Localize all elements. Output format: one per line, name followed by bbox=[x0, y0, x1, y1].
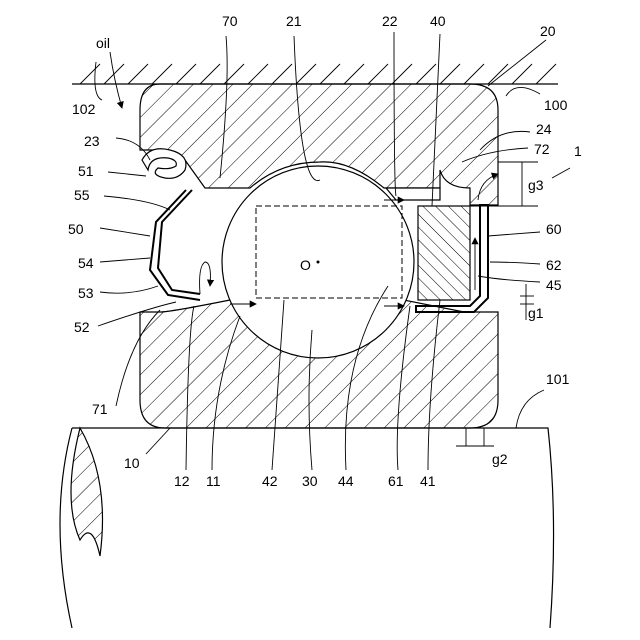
label-101: 101 bbox=[546, 371, 570, 387]
label-21: 21 bbox=[286, 13, 302, 29]
label-52: 52 bbox=[74, 319, 90, 335]
label-71: 71 bbox=[92, 401, 108, 417]
housing bbox=[72, 64, 558, 84]
label-g3: g3 bbox=[528, 177, 544, 193]
label-12: 12 bbox=[174, 473, 190, 489]
left-seal bbox=[150, 190, 200, 300]
label-102: 102 bbox=[72, 101, 96, 117]
label-24: 24 bbox=[536, 121, 552, 137]
label-60: 60 bbox=[546, 221, 562, 237]
label-oil: oil bbox=[96, 35, 110, 51]
label-44: 44 bbox=[338, 473, 354, 489]
label-61: 61 bbox=[388, 473, 404, 489]
label-51: 51 bbox=[78, 163, 94, 179]
label-g1: g1 bbox=[528, 305, 544, 321]
label-40: 40 bbox=[430, 13, 446, 29]
label-54: 54 bbox=[78, 255, 94, 271]
label-100: 100 bbox=[544, 97, 568, 113]
label-30: 30 bbox=[302, 473, 318, 489]
seal-lip-block bbox=[418, 206, 470, 300]
label-72: 72 bbox=[534, 141, 550, 157]
label-23: 23 bbox=[84, 133, 100, 149]
label-center-o: O bbox=[300, 257, 311, 273]
label-20: 20 bbox=[540, 23, 556, 39]
label-55: 55 bbox=[74, 187, 90, 203]
label-41: 41 bbox=[420, 473, 436, 489]
label-10: 10 bbox=[124, 455, 140, 471]
label-45: 45 bbox=[546, 277, 562, 293]
label-g2: g2 bbox=[492, 451, 508, 467]
label-1: 1 bbox=[574, 143, 582, 159]
label-53: 53 bbox=[78, 285, 94, 301]
label-11: 11 bbox=[206, 473, 221, 489]
label-50: 50 bbox=[68, 221, 84, 237]
label-62: 62 bbox=[546, 257, 562, 273]
label-70: 70 bbox=[222, 13, 238, 29]
label-22: 22 bbox=[382, 13, 398, 29]
label-42: 42 bbox=[262, 473, 278, 489]
